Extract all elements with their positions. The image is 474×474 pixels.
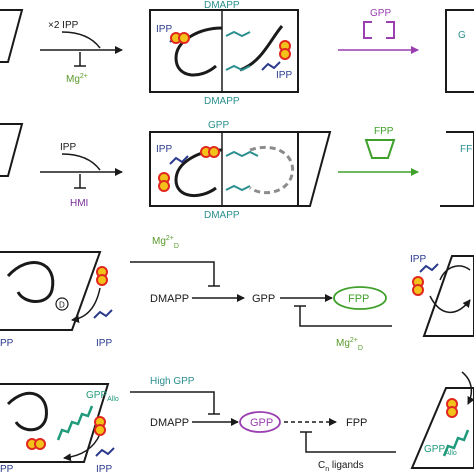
- gpp-allo-chain-right: [442, 429, 470, 457]
- ipp-right-label-3: IPP: [410, 254, 426, 265]
- gpp-ellipse-4: [239, 411, 281, 433]
- metal-cluster-1a: [170, 32, 190, 44]
- curve-arrow-3: [71, 287, 101, 323]
- gpp-chain-2: [225, 150, 259, 158]
- gpp-top-label-2: GPP: [208, 120, 229, 131]
- d-marker-circle: [55, 297, 69, 311]
- metal-cluster-2b: [158, 172, 170, 192]
- ipp-chain-4: [95, 447, 115, 457]
- left-enzyme-fragment-2: [0, 123, 24, 177]
- mg-inhibit-path-top: [130, 261, 215, 286]
- row-2: IPP HMI GPP IPP DMAPP FPP FF: [0, 120, 474, 221]
- gpp-allo-label-right: GPPAllo: [424, 444, 457, 457]
- ligand-inhibit-path: [305, 432, 396, 453]
- dashed-lid-2: [249, 145, 295, 195]
- right-curve-4: [461, 371, 474, 405]
- ipp-x2-label: ×2 IPP: [48, 20, 79, 31]
- enzyme-box-2: [149, 131, 299, 207]
- ipp-left-label-2: IPP: [156, 144, 172, 155]
- gpp-intermediate-4: GPP: [250, 417, 273, 429]
- metal-cluster-2a: [200, 146, 220, 158]
- enzyme-box-2-right: [298, 131, 332, 207]
- substrate-curve-1: [61, 31, 101, 49]
- high-gpp-label: High GPP: [150, 376, 195, 387]
- hmi-inhibitor-label: HMI: [70, 198, 88, 209]
- dmapp-top-label: DMAPP: [204, 0, 240, 11]
- ipp-chain-2: [169, 155, 189, 165]
- right-curve-3b: [439, 265, 471, 281]
- left-enzyme-fragment-1: [0, 9, 24, 63]
- substrate-curve-2: [61, 153, 101, 171]
- right-box-fragment-1: [445, 9, 474, 93]
- left-cut-label-3: PP: [0, 338, 14, 349]
- loop-4: [6, 391, 48, 432]
- row-1: ×2 IPP Mg2+ DMAPP DMAPP IPP IPP GPP G: [0, 0, 474, 107]
- ipp-label-4: IPP: [96, 464, 112, 474]
- ipp-right-label-1: IPP: [276, 70, 292, 81]
- ipp-chain-right-1: [261, 61, 281, 71]
- fpp-ellipse-3: [333, 286, 387, 310]
- ipp-substrate-label-2: IPP: [60, 142, 76, 153]
- row-3: D PP IPP Mg2+D DMAPP GPP FPP Mg2+D IPP: [0, 235, 474, 352]
- mg-inhibitor-label: Mg2+: [66, 73, 88, 85]
- mg-inhibit-path-bottom: [299, 306, 392, 327]
- d-marker-label: D: [59, 301, 65, 310]
- left-parallelogram-3: [0, 251, 102, 331]
- metal-cluster-3: [96, 266, 108, 286]
- gpp-product-label: GPP: [370, 8, 391, 19]
- high-inhibit-path: [130, 391, 215, 414]
- dmapp-chain-top-1: [225, 30, 251, 38]
- loop-3: [6, 261, 55, 303]
- enzyme-box-1: [149, 9, 299, 93]
- mg-d-bottom-label: Mg2+D: [336, 337, 363, 352]
- metal-cluster-4b: [94, 416, 106, 436]
- dmapp-substrate-4: DMAPP: [150, 417, 189, 429]
- ipp-left-label-1: IPP: [156, 24, 172, 35]
- curve-arrow-4: [63, 433, 101, 462]
- ipp-chain-right-3: [419, 263, 439, 273]
- gpp-intermediate-3: GPP: [252, 293, 275, 305]
- fpp-product-4: FPP: [346, 417, 367, 429]
- right-parallelogram-4: [410, 387, 474, 469]
- gpp-bracket-icon: [363, 21, 395, 39]
- gpp-allo-chain-left: [56, 405, 94, 441]
- dmapp-bottom-label: DMAPP: [204, 96, 240, 107]
- ipp-label-3: IPP: [96, 338, 112, 349]
- fpp-product-3: FPP: [348, 293, 369, 305]
- metal-cluster-4: [26, 438, 46, 450]
- metal-cluster-1b: [279, 40, 291, 60]
- gpp-allo-label-left: GPPAllo: [86, 390, 119, 403]
- right-curve-3: [429, 295, 471, 313]
- row-4: GPPAllo IPP PP High GPP DMAPP GPP FPP Cn…: [0, 371, 474, 474]
- left-cut-label-4: PP: [0, 464, 14, 474]
- cn-ligands-label: Cn ligands: [318, 460, 364, 473]
- dmapp-chain-2: [225, 184, 251, 192]
- dmapp-substrate-3: DMAPP: [150, 293, 189, 305]
- dmapp-bottom-label-2: DMAPP: [204, 210, 240, 221]
- mg-d-top-label: Mg2+D: [152, 235, 179, 250]
- right-parallelogram-3: [422, 255, 474, 337]
- dmapp-chain-bottom-1: [225, 64, 251, 72]
- metal-cluster-4-right: [446, 398, 458, 418]
- fpp-product-label: FPP: [374, 126, 394, 137]
- metal-cluster-3-right: [412, 276, 424, 296]
- fpp-bracket-icon: [364, 139, 396, 159]
- right-box-fragment-2: [440, 131, 474, 207]
- right-cut-label-2: FF: [460, 144, 472, 155]
- right-cut-label-1: G: [458, 30, 466, 41]
- ipp-chain-3: [93, 309, 113, 319]
